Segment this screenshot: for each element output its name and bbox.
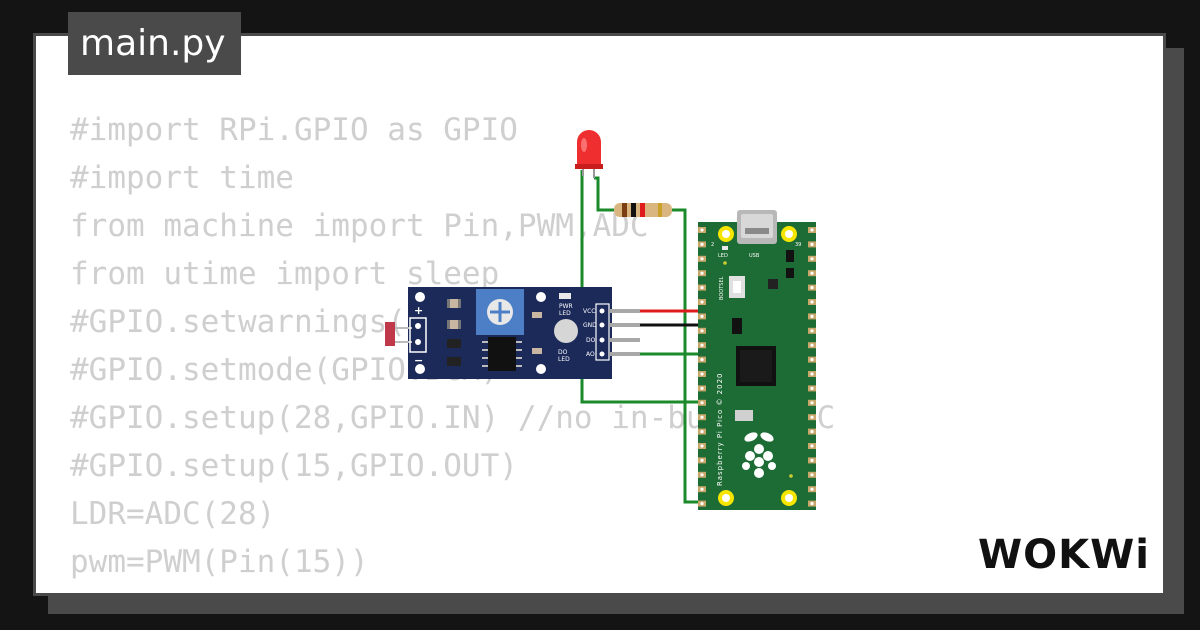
file-tab-label: main.py xyxy=(80,23,226,64)
ldr-plus-label: + xyxy=(414,304,423,317)
ldr-pin-vcc: VCC xyxy=(583,308,595,315)
ldr-pin-ao: AO xyxy=(586,351,595,358)
pico-pin-hole xyxy=(700,401,704,405)
pico-pin-hole xyxy=(700,343,704,347)
ldr-pin-do: DO xyxy=(586,337,596,344)
do-led-label-2: LED xyxy=(558,356,570,363)
ldr-pin-gnd: GND xyxy=(583,322,597,329)
wire-gnd[interactable] xyxy=(628,258,708,327)
pico-pin-hole xyxy=(700,242,704,246)
wokwi-logo-text: WOKWi xyxy=(978,532,1150,578)
photoresistor[interactable] xyxy=(385,322,395,346)
code-line: #import RPi.GPIO as GPIO xyxy=(70,112,518,148)
do-led-label-1: DO xyxy=(558,349,568,356)
pico-pin-hole xyxy=(810,242,814,246)
ldr-minus-label: − xyxy=(414,354,423,367)
pico-pin-hole xyxy=(810,415,814,419)
pico-pin-hole xyxy=(700,314,704,318)
raspberry-pi-pico-board[interactable]: USB LED 2 39 BOOTSEL Raspberry Pi Pico ©… xyxy=(698,210,816,510)
pico-pin-row xyxy=(698,227,816,507)
code-line: LDR=ADC(28) xyxy=(70,496,276,532)
pico-pin-hole xyxy=(810,372,814,376)
code-line: print("Hello, Pi Pico!") xyxy=(70,586,835,593)
pico-pin-hole xyxy=(810,343,814,347)
code-line: #GPIO.setup(15,GPIO.OUT) xyxy=(70,448,518,484)
red-led[interactable] xyxy=(575,130,603,178)
do-led-indicator xyxy=(554,319,578,343)
pico-pin-hole xyxy=(700,329,704,333)
pico-pin-hole xyxy=(700,286,704,290)
pico-pin-hole xyxy=(700,257,704,261)
pico-pin-hole xyxy=(700,487,704,491)
ldr-sensor-module[interactable]: + − PWR LED DO LED xyxy=(385,287,640,379)
pico-pin-hole xyxy=(700,430,704,434)
pico-pin-hole xyxy=(700,415,704,419)
code-line: from utime import sleep xyxy=(70,256,500,292)
pin-start-label: 2 xyxy=(711,242,714,248)
pico-pin-hole xyxy=(810,458,814,462)
pico-pin-hole xyxy=(700,228,704,232)
code-line: pwm=PWM(Pin(15)) xyxy=(70,544,369,580)
wire-led-cathode[interactable] xyxy=(580,170,710,404)
pico-pin-hole xyxy=(700,502,704,506)
pico-pin-hole xyxy=(700,271,704,275)
pico-pin-hole xyxy=(700,444,704,448)
code-listing: #import RPi.GPIO as GPIO #import time from… xyxy=(70,106,835,593)
pico-pin-hole xyxy=(810,329,814,333)
pico-side-text: Raspberry Pi Pico © 2020 xyxy=(716,373,724,487)
code-line: #import time xyxy=(70,160,294,196)
bootsel-label: BOOTSEL xyxy=(719,276,725,300)
led-label: LED xyxy=(718,253,728,259)
pico-pin-hole xyxy=(810,487,814,491)
pico-pin-hole xyxy=(700,386,704,390)
mounting-holes xyxy=(718,226,797,506)
pico-pin-hole xyxy=(700,372,704,376)
code-line: from machine import Pin,PWM,ADC xyxy=(70,208,649,244)
pico-pin-hole xyxy=(810,473,814,477)
pico-pin-hole xyxy=(810,444,814,448)
pwr-led-label-1: PWR xyxy=(559,303,573,310)
pico-pin-hole xyxy=(810,401,814,405)
pico-pin-hole xyxy=(810,314,814,318)
pico-pin-hole xyxy=(810,271,814,275)
pico-pin-hole xyxy=(810,358,814,362)
usb-label: USB xyxy=(749,253,760,259)
resistor[interactable] xyxy=(614,203,672,217)
wokwi-logo: WOKWi xyxy=(978,532,1150,578)
pico-pin-hole xyxy=(810,386,814,390)
pico-pin-hole xyxy=(810,228,814,232)
pico-pin-hole xyxy=(700,358,704,362)
pico-pin-hole xyxy=(810,502,814,506)
wire-resistor-to-pico[interactable] xyxy=(672,208,710,504)
raspberry-logo-icon xyxy=(742,432,776,478)
pico-pin-hole xyxy=(700,473,704,477)
pwr-led-indicator xyxy=(559,293,571,299)
pico-pin-hole xyxy=(810,286,814,290)
pwr-led-label-2: LED xyxy=(559,310,571,317)
pico-pin-hole xyxy=(700,458,704,462)
pin-end-label: 39 xyxy=(795,242,801,248)
pico-pin-hole xyxy=(810,257,814,261)
file-tab[interactable]: main.py xyxy=(68,12,241,75)
pico-pin-hole xyxy=(810,300,814,304)
pico-pin-hole xyxy=(810,430,814,434)
pico-pin-hole xyxy=(700,300,704,304)
wire-led-anode[interactable] xyxy=(594,176,614,212)
